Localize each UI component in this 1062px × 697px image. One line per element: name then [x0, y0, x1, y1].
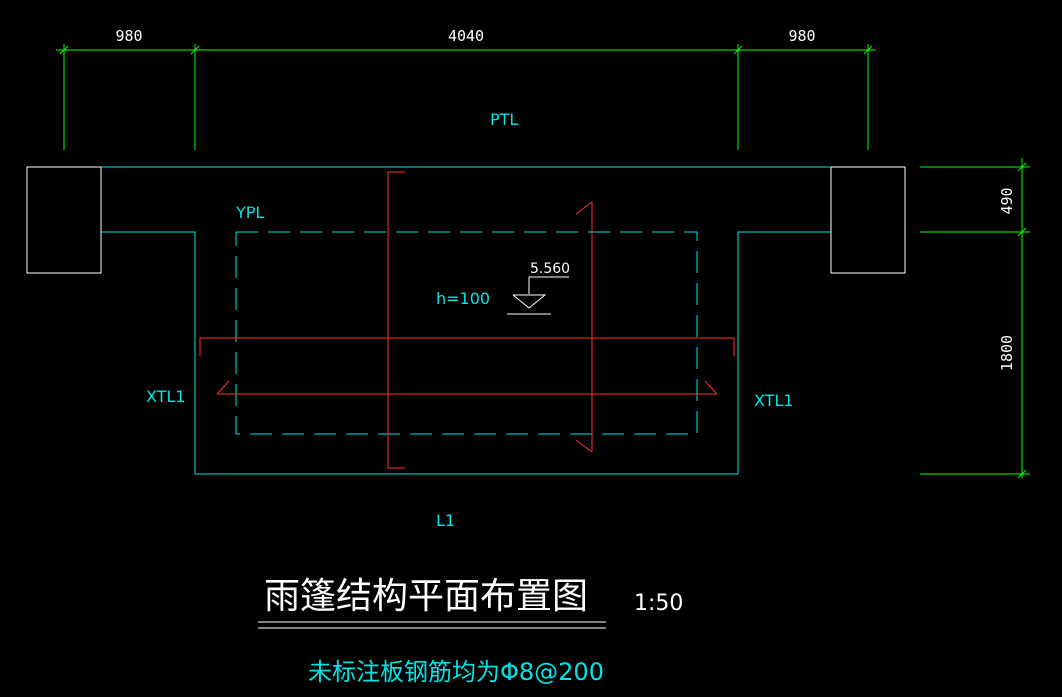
title-underline [258, 621, 606, 629]
dim-top-left: 980 [115, 27, 142, 45]
label-xtl-left: XTL1 [146, 387, 186, 406]
label-l1: L1 [436, 511, 455, 530]
dim-right-lower: 1800 [998, 335, 1016, 371]
canopy-slab-outline [101, 231, 831, 475]
label-ypl: YPL [235, 203, 264, 222]
label-ptl: PTL [490, 110, 518, 129]
drawing-scale: 1:50 [634, 591, 683, 616]
column-left [26, 166, 102, 274]
dim-right-upper: 490 [998, 187, 1016, 214]
column-right [830, 166, 906, 274]
ypl-dashed-outline [235, 231, 698, 435]
section-lines [199, 171, 735, 469]
right-dimension-line [920, 158, 1030, 479]
elevation-value: 5.560 [530, 261, 570, 277]
dim-top-right: 980 [788, 27, 815, 45]
top-dimension-line [56, 44, 876, 150]
dim-top-middle: 4040 [448, 27, 484, 45]
label-xtl-right: XTL1 [754, 391, 794, 410]
elevation-symbol [507, 276, 569, 315]
reinforcement-note: 未标注板钢筋均为Φ8@200 [308, 658, 604, 686]
label-thickness: h=100 [436, 289, 490, 308]
drawing-title: 雨篷结构平面布置图 [264, 576, 588, 617]
